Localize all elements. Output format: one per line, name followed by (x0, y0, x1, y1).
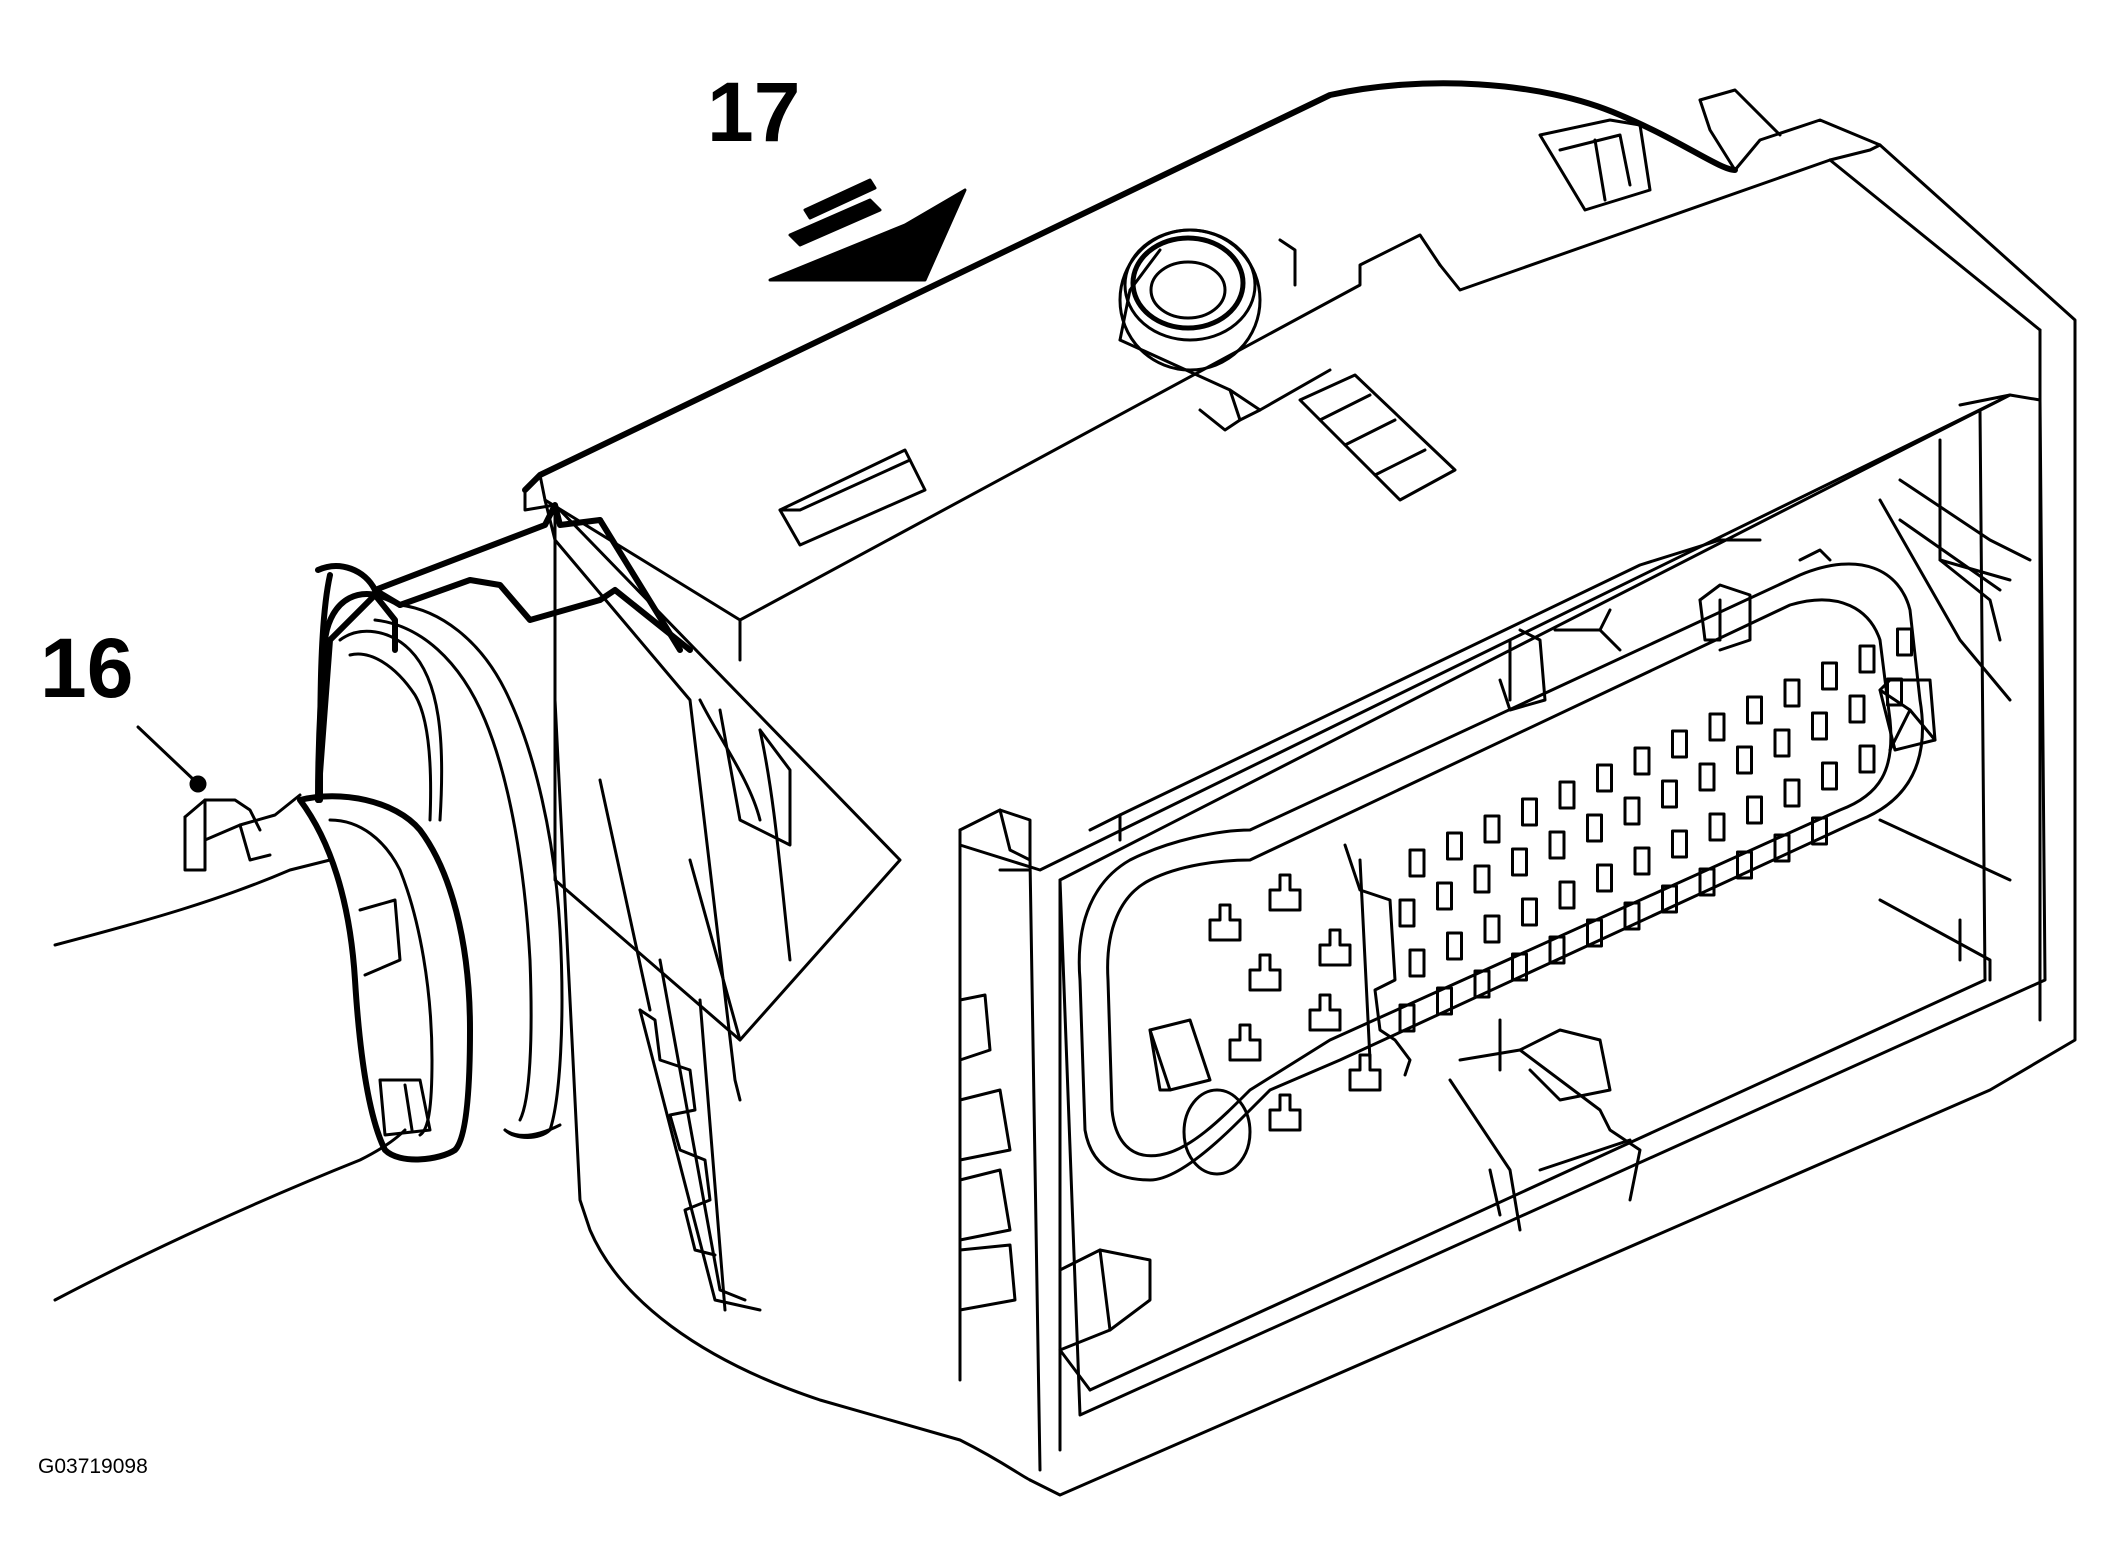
terminal-cavity (1511, 847, 1528, 877)
terminal-cavity (1783, 678, 1801, 708)
terminal-cavity (1736, 850, 1753, 880)
terminal-cavity (1623, 796, 1641, 826)
terminal-cavity (1858, 744, 1876, 774)
terminal-cavity (1408, 848, 1426, 878)
terminal-cavity (1821, 661, 1838, 691)
terminal-cavity (1473, 969, 1491, 999)
callout-16-leader (136, 725, 207, 793)
terminal-cavity (1521, 797, 1538, 827)
terminal-cavity (1671, 729, 1688, 759)
front-face (958, 393, 2047, 1472)
harness-clip (183, 793, 302, 872)
terminal-cavity (1821, 761, 1838, 791)
terminal-cavity (1446, 931, 1463, 961)
terminal-cavity (1671, 829, 1688, 859)
terminal-cavity (1408, 948, 1426, 978)
terminal-cavity (1398, 898, 1416, 928)
terminal-cavity (1483, 914, 1501, 944)
terminal-cavity (1783, 778, 1801, 808)
terminal-cavity (1436, 986, 1453, 1016)
terminal-cavity (1698, 762, 1716, 792)
figure-identifier: G03719098 (38, 1455, 148, 1478)
terminal-cavity (1698, 867, 1716, 897)
terminal-cavity (1548, 935, 1566, 965)
terminal-cavity (1586, 813, 1603, 843)
terminal-cavity (1736, 745, 1753, 775)
terminal-cavity (1746, 695, 1763, 725)
terminal-cavity (1596, 863, 1613, 893)
terminal-cavity (1558, 780, 1576, 810)
terminal-cavity (1896, 627, 1913, 657)
callout-16-label: 16 (40, 621, 134, 715)
terminal-cavity (1848, 694, 1866, 724)
terminal-cavity (1858, 644, 1876, 674)
terminal-cavity (1773, 833, 1791, 863)
side-latch (543, 498, 902, 1312)
locking-post (1118, 228, 1297, 372)
insertion-arrow (768, 178, 967, 282)
terminal-cavity (1623, 901, 1641, 931)
rear-collar (297, 563, 564, 1163)
terminal-cavity (1811, 711, 1828, 741)
pin-field (1077, 562, 1937, 1182)
terminal-cavity (1521, 897, 1538, 927)
terminal-cavity (1661, 884, 1678, 914)
terminal-cavity (1746, 795, 1763, 825)
terminal-cavity (1398, 1003, 1416, 1033)
terminal-cavity (1708, 712, 1726, 742)
terminal-cavity (1708, 812, 1726, 842)
harness-guide-wire (315, 502, 693, 803)
wire-harness (53, 858, 407, 1302)
terminal-cavity (1511, 952, 1528, 982)
terminal-cavity (1596, 763, 1613, 793)
pin-grid (1398, 627, 1913, 1033)
terminal-cavity (1773, 728, 1791, 758)
terminal-cavity (1483, 814, 1501, 844)
terminal-cavity (1548, 830, 1566, 860)
terminal-cavity (1558, 880, 1576, 910)
terminal-cavity (1661, 779, 1678, 809)
terminal-cavity (1886, 677, 1903, 707)
callout-17-label: 17 (707, 65, 801, 159)
terminal-cavity (1633, 846, 1651, 876)
terminal-cavity (1436, 881, 1453, 911)
connector-housing (522, 80, 2077, 1497)
terminal-cavity (1446, 831, 1463, 861)
terminal-cavity (1473, 864, 1491, 894)
terminal-cavity (1633, 746, 1651, 776)
terminal-cavity (1586, 918, 1603, 948)
terminal-cavity (1811, 816, 1828, 846)
